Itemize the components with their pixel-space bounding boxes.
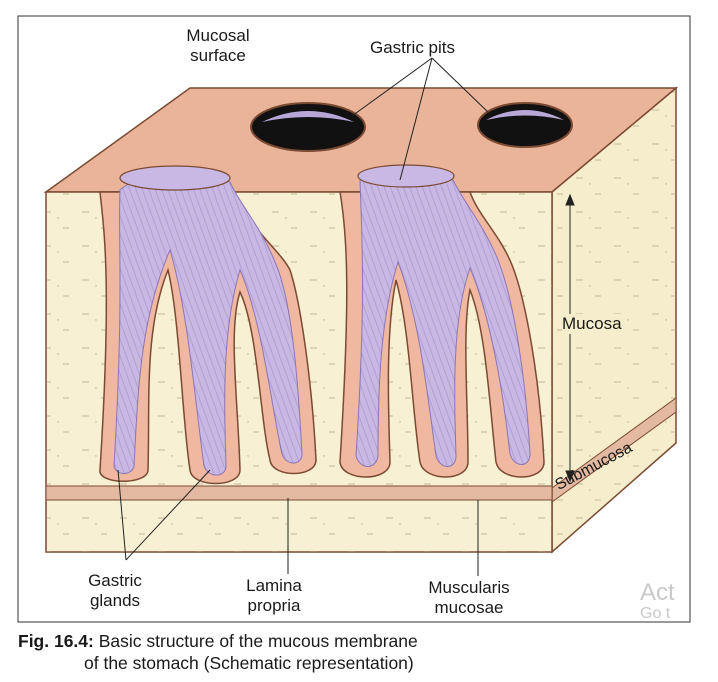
- label-muscularis-mucosae-line2: mucosae: [404, 598, 534, 618]
- label-mucosal-surface: Mucosal surface: [168, 26, 268, 66]
- watermark: Act Go t: [640, 580, 675, 622]
- label-lamina-propria-line2: propria: [226, 596, 322, 616]
- label-gastric-glands-line1: Gastric: [70, 571, 160, 591]
- figure-caption: Fig. 16.4: Basic structure of the mucous…: [18, 630, 708, 674]
- gastric-pit-right: [478, 103, 572, 147]
- caption-text-line1: Basic structure of the mucous membrane: [99, 631, 418, 651]
- label-mucosal-surface-line2: surface: [168, 46, 268, 66]
- label-muscularis-mucosae-line1: Muscularis: [404, 578, 534, 598]
- caption-line1: Fig. 16.4: Basic structure of the mucous…: [18, 630, 708, 652]
- watermark-line1: Act: [640, 580, 675, 606]
- gastric-pit-left: [251, 103, 365, 151]
- label-lamina-propria: Lamina propria: [226, 576, 322, 616]
- label-gastric-pits: Gastric pits: [370, 38, 455, 58]
- caption-figure-number: Fig. 16.4:: [18, 631, 94, 651]
- label-muscularis-mucosae: Muscularis mucosae: [404, 578, 534, 618]
- label-mucosa: Mucosa: [562, 314, 622, 334]
- muscularis-mucosae-band: [46, 486, 552, 500]
- caption-line2: of the stomach (Schematic representation…: [18, 652, 708, 674]
- label-lamina-propria-line1: Lamina: [226, 576, 322, 596]
- label-gastric-glands-line2: glands: [70, 591, 160, 611]
- label-gastric-glands: Gastric glands: [70, 571, 160, 611]
- label-mucosal-surface-line1: Mucosal: [168, 26, 268, 46]
- watermark-line2: Go t: [640, 606, 675, 622]
